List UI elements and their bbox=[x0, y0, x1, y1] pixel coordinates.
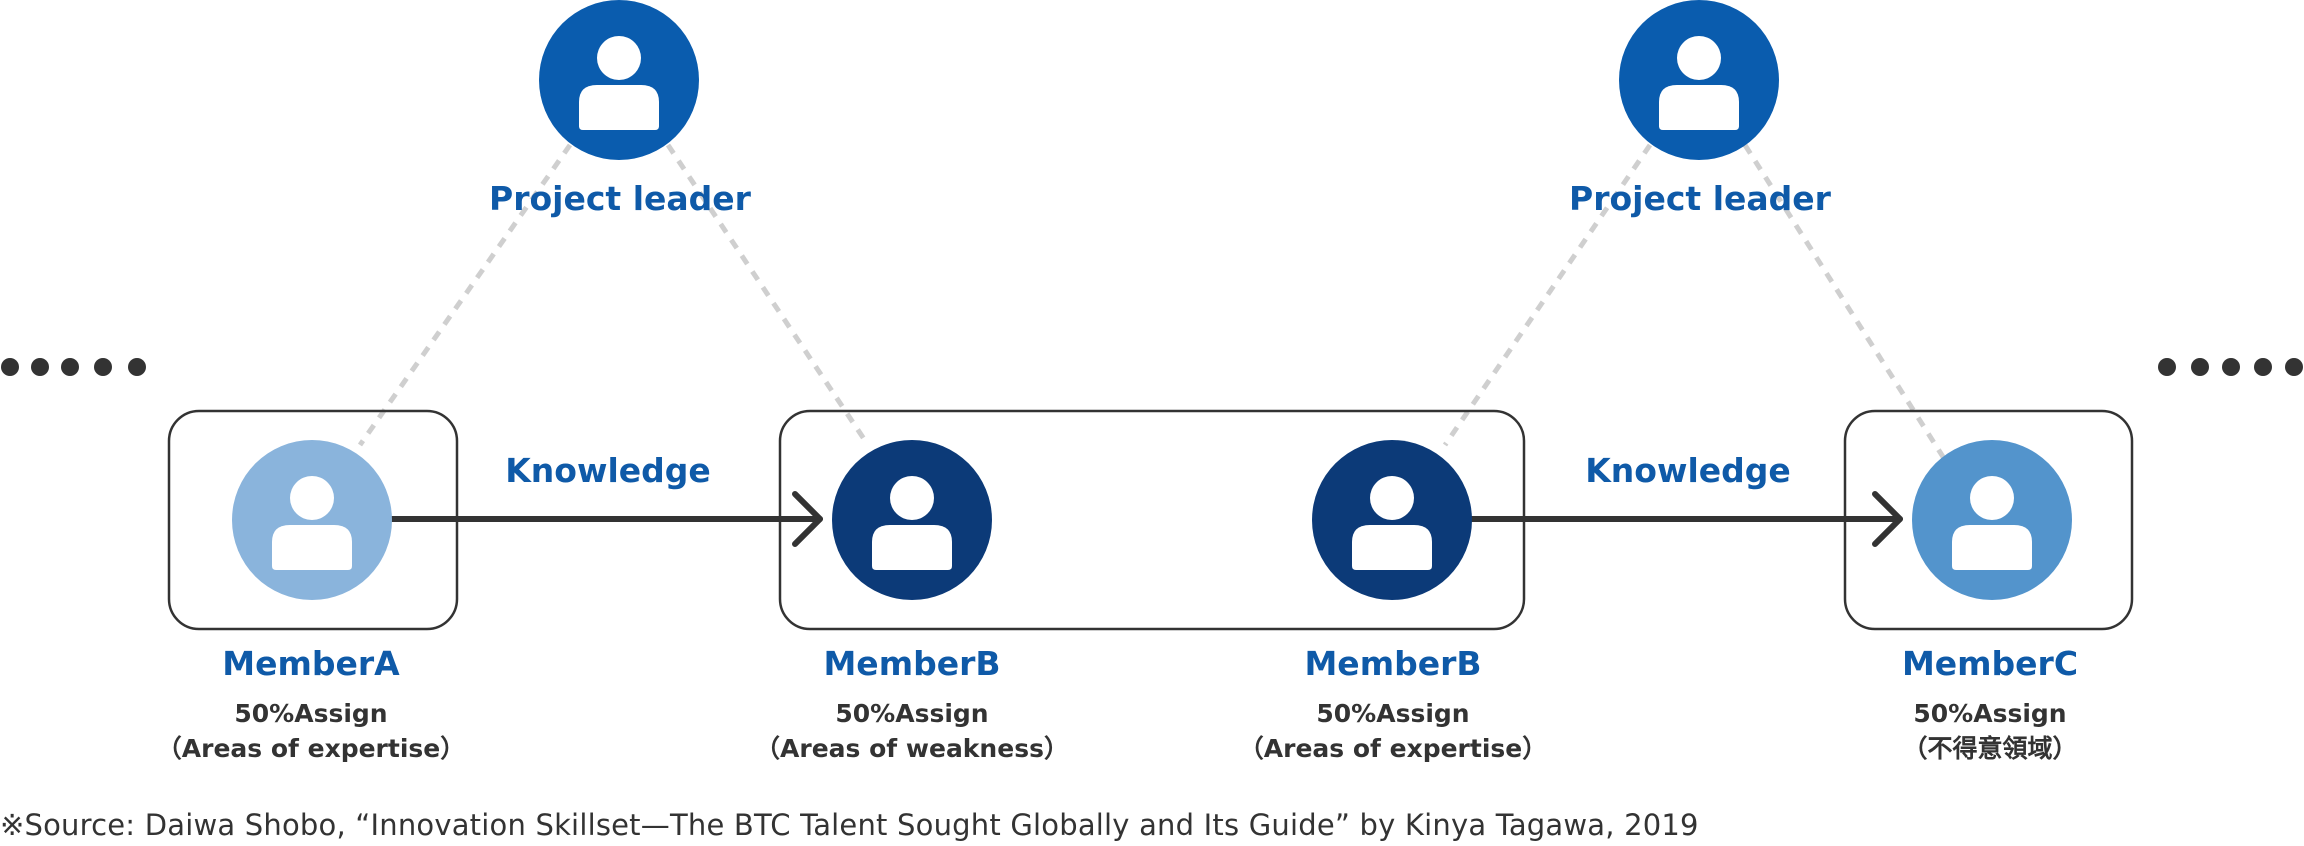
person-icon bbox=[272, 476, 352, 570]
knowledge-transfer-diagram: Project leader Project leader Knowledge … bbox=[1, 0, 2303, 763]
member-a-name: MemberA bbox=[222, 644, 400, 683]
ellipsis-dot bbox=[2222, 358, 2240, 376]
ellipsis-right bbox=[2158, 358, 2303, 376]
knowledge-label-2: Knowledge bbox=[1585, 451, 1791, 490]
member-b-weakness-area: （Areas of weakness） bbox=[755, 734, 1069, 763]
source-citation: ※Source: Daiwa Shobo, “Innovation Skills… bbox=[0, 808, 1699, 842]
project-leader-1 bbox=[539, 0, 699, 160]
member-c-area: （不得意領域） bbox=[1902, 734, 2077, 763]
member-a bbox=[232, 440, 392, 600]
arrow-a-to-b-head bbox=[792, 491, 823, 547]
person-icon bbox=[1659, 36, 1739, 130]
project-leader-2-label: Project leader bbox=[1569, 179, 1832, 218]
ellipsis-left bbox=[1, 358, 146, 376]
member-b-expertise-area: （Areas of expertise） bbox=[1239, 734, 1547, 763]
ellipsis-dot bbox=[1, 358, 19, 376]
leader-connectors bbox=[357, 143, 1948, 462]
project-leader-1-label: Project leader bbox=[489, 179, 752, 218]
project-leader-2 bbox=[1619, 0, 1779, 160]
person-icon bbox=[1352, 476, 1432, 570]
ellipsis-dot bbox=[2158, 358, 2176, 376]
member-c-assign: 50%Assign bbox=[1913, 699, 2066, 728]
member-a-assign: 50%Assign bbox=[234, 699, 387, 728]
connector-leader1-memberB bbox=[665, 143, 871, 447]
member-c-name: MemberC bbox=[1902, 644, 2078, 683]
ellipsis-dot bbox=[2254, 358, 2272, 376]
ellipsis-dot bbox=[61, 358, 79, 376]
person-icon bbox=[579, 36, 659, 130]
connector-leader2-memberC bbox=[1742, 143, 1948, 462]
knowledge-arrows bbox=[389, 491, 1903, 547]
member-b-weakness-name: MemberB bbox=[823, 644, 1000, 683]
connector-leader2-memberB bbox=[1442, 143, 1653, 447]
ellipsis-dot bbox=[94, 358, 112, 376]
member-b-expertise-name: MemberB bbox=[1304, 644, 1481, 683]
ellipsis-dot bbox=[2191, 358, 2209, 376]
arrow-b-to-c-head bbox=[1872, 491, 1903, 547]
member-b-expertise bbox=[1312, 440, 1472, 600]
ellipsis-dot bbox=[128, 358, 146, 376]
knowledge-label-1: Knowledge bbox=[505, 451, 711, 490]
member-b-weakness-assign: 50%Assign bbox=[835, 699, 988, 728]
member-b-expertise-assign: 50%Assign bbox=[1316, 699, 1469, 728]
person-icon bbox=[1952, 476, 2032, 570]
person-icon bbox=[872, 476, 952, 570]
connector-leader1-memberA bbox=[357, 143, 573, 447]
member-c bbox=[1912, 440, 2072, 600]
ellipsis-dot bbox=[2285, 358, 2303, 376]
ellipsis-dot bbox=[31, 358, 49, 376]
member-a-area: （Areas of expertise） bbox=[157, 734, 465, 763]
member-b-weakness bbox=[832, 440, 992, 600]
